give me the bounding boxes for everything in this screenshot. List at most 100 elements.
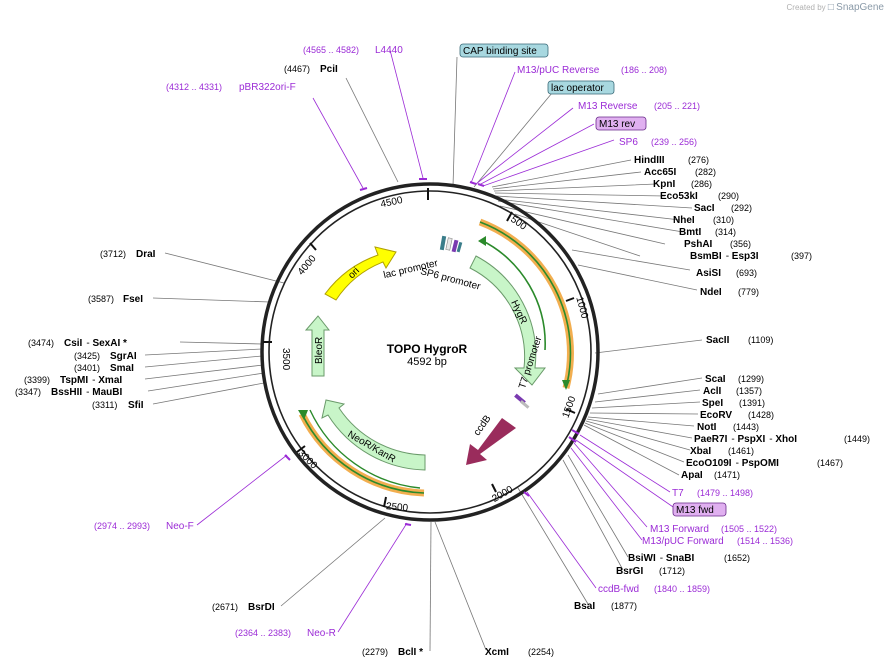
site-scai[interactable]: ScaI (705, 374, 726, 385)
snapgene-watermark: Created by □ SnapGene (787, 2, 884, 13)
m13-rev-label: M13 rev (599, 119, 635, 130)
neor-marker-arc (301, 413, 425, 494)
promoter-region-marks (439, 235, 463, 253)
site-smai[interactable]: SmaI (110, 363, 134, 374)
site-bsiwi[interactable]: BsiWI- SnaBI (628, 553, 694, 564)
site-fsei[interactable]: FseI (123, 294, 143, 305)
bleor-feature[interactable] (304, 315, 331, 377)
primer-leader-lines (196, 49, 677, 633)
site-ecorv-pos: (1428) (748, 410, 774, 420)
site-paer7i-pos: (1449) (844, 434, 870, 444)
site-sacii[interactable]: SacII (706, 335, 730, 346)
snapgene-logo-icon: □ (827, 2, 834, 13)
site-ndei-pos: (779) (738, 287, 759, 297)
ori-feature[interactable] (324, 246, 397, 301)
site-hindiii[interactable]: HindIII (634, 155, 665, 166)
hygr-marker-arc (479, 221, 572, 389)
primer-t7[interactable]: T7 (672, 488, 684, 499)
site-tspmi[interactable]: TspMI- XmaI (60, 375, 122, 386)
site-saci[interactable]: SacI (694, 203, 715, 214)
site-hindiii-pos: (276) (688, 155, 709, 165)
site-apai[interactable]: ApaI (681, 470, 703, 481)
hygr-inner-marker (480, 239, 546, 351)
primer-m13puc-forward-range: (1514 .. 1536) (737, 536, 793, 546)
primer-pbr322ori-f[interactable]: pBR322ori-F (239, 82, 296, 93)
primer-marks (284, 178, 580, 526)
site-bsshii-pos: (3347) (15, 387, 41, 397)
primer-l4440[interactable]: L4440 (375, 45, 403, 56)
site-ndei[interactable]: NdeI (700, 287, 722, 298)
site-spei-pos: (1391) (739, 398, 765, 408)
tick-4500: 4500 (380, 195, 404, 210)
site-acc65i-pos: (282) (695, 167, 716, 177)
site-pcii[interactable]: PciI (320, 64, 338, 75)
site-saci-pos: (292) (731, 203, 752, 213)
primer-neo-f-range: (2974 .. 2993) (94, 521, 150, 531)
site-asisi[interactable]: AsiSI (696, 268, 721, 279)
primer-ccdb-fwd[interactable]: ccdB-fwd (598, 584, 639, 595)
site-xcmi-pos: (2254) (528, 647, 554, 657)
primer-neo-f[interactable]: Neo-F (166, 521, 194, 532)
primer-m13puc-reverse[interactable]: M13/pUC Reverse (517, 65, 600, 76)
site-bsshii[interactable]: BssHII- MauBI (51, 387, 122, 398)
lac-operator-box[interactable] (547, 80, 615, 95)
cap-binding-site-label: CAP binding site (463, 46, 537, 57)
site-ecoo109i[interactable]: EcoO109I- PspOMI (686, 458, 779, 469)
site-ecorv[interactable]: EcoRV (700, 410, 732, 421)
site-bsrgi[interactable]: BsrGI (616, 566, 643, 577)
site-csii[interactable]: CsiI- SexAI * (64, 338, 127, 349)
site-drai-pos: (3712) (100, 249, 126, 259)
site-nhei[interactable]: NheI (673, 215, 695, 226)
watermark-app-name: SnapGene (836, 2, 884, 13)
primer-neo-r[interactable]: Neo-R (307, 628, 336, 639)
primer-m13-forward[interactable]: M13 Forward (650, 524, 709, 535)
site-xbai[interactable]: XbaI (690, 446, 711, 457)
site-bcli[interactable]: BclI * (398, 647, 423, 658)
primer-m13-forward-range: (1505 .. 1522) (721, 524, 777, 534)
neor-arc-arrow-icon (298, 410, 308, 420)
tick-2500: 2500 (385, 501, 409, 514)
site-eco53ki[interactable]: Eco53kI (660, 191, 698, 202)
m13-rev-box[interactable] (595, 116, 647, 131)
plasmid-name: TOPO HygroR (387, 342, 468, 356)
primer-m13-reverse[interactable]: M13 Reverse (578, 101, 638, 112)
site-sfii[interactable]: SfiI (128, 400, 144, 411)
primer-l4440-range: (4565 .. 4582) (303, 45, 359, 55)
site-acli[interactable]: AclI (703, 386, 722, 397)
site-noti[interactable]: NotI (697, 422, 717, 433)
site-bsmbi-pos: (397) (791, 251, 812, 261)
neor-inner-marker (309, 409, 421, 489)
site-noti-pos: (1443) (733, 422, 759, 432)
primer-m13puc-forward[interactable]: M13/pUC Forward (642, 536, 724, 547)
site-kpni[interactable]: KpnI (653, 179, 675, 190)
site-drai[interactable]: DraI (136, 249, 156, 260)
hygr-feature[interactable] (469, 255, 547, 386)
site-bmti[interactable]: BmtI (679, 227, 701, 238)
tick-3500: 3500 (280, 348, 291, 371)
ccdb-feature[interactable] (466, 418, 516, 465)
m13-fwd-box[interactable] (672, 502, 727, 517)
site-bcli-pos: (2279) (362, 647, 388, 657)
site-bsrdi[interactable]: BsrDI (248, 602, 275, 613)
m13-fwd-label: M13 fwd (676, 505, 714, 516)
t7-region-marks (514, 393, 530, 409)
site-sacii-pos: (1109) (748, 335, 773, 345)
cap-binding-site-box[interactable] (459, 43, 549, 58)
neor-feature[interactable] (321, 399, 426, 471)
site-apai-pos: (1471) (714, 470, 740, 480)
site-pshai[interactable]: PshAI (684, 239, 713, 250)
neor-label: NeoR/KanR (346, 429, 398, 465)
site-sgrai[interactable]: SgrAI (110, 351, 137, 362)
primer-sp6[interactable]: SP6 (619, 137, 638, 148)
primer-ccdb-fwd-range: (1840 .. 1859) (654, 584, 710, 594)
site-paer7i[interactable]: PaeR7I- PspXI- XhoI (694, 434, 797, 445)
site-xcmi[interactable]: XcmI (485, 647, 509, 658)
site-bsmbi[interactable]: BsmBI- Esp3I (690, 251, 759, 262)
site-acc65i[interactable]: Acc65I (644, 167, 676, 178)
site-pshai-pos: (356) (730, 239, 751, 249)
site-bsai[interactable]: BsaI (574, 601, 595, 612)
site-leader-lines (144, 56, 703, 652)
site-spei[interactable]: SpeI (702, 398, 723, 409)
site-bsrdi-pos: (2671) (212, 602, 238, 612)
